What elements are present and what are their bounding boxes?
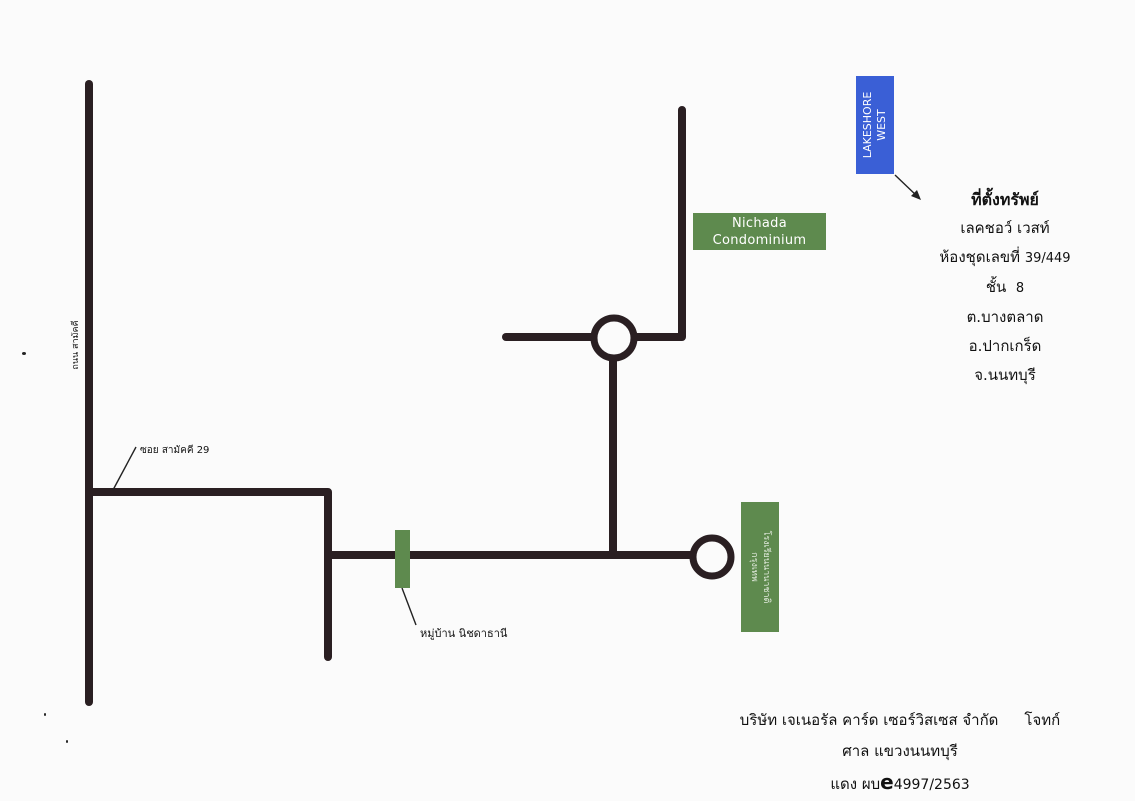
address-project: เลคชอว์ เวสท์ bbox=[960, 219, 1050, 237]
address-floor-number: 8 bbox=[1015, 281, 1025, 296]
address-floor: ชั้น 8 bbox=[900, 273, 1110, 303]
footer-case-prefix: แดง ผบ bbox=[830, 775, 881, 793]
nichada-line1: Nichada bbox=[731, 215, 787, 231]
lakeshore-line1: LAKESHORE bbox=[861, 91, 874, 159]
address-unit-label: ห้องชุดเลขที่ bbox=[939, 248, 1021, 266]
footer-company: บริษัท เจเนอรัล คาร์ด เซอร์วิสเซส จำกัด bbox=[739, 711, 999, 729]
address-subdistrict: ต.บางตลาด bbox=[966, 308, 1044, 326]
footer-row1: บริษัท เจเนอรัล คาร์ด เซอร์วิสเซส จำกัด … bbox=[690, 705, 1110, 736]
samakkhi-road-label: ถนน สามัคคี bbox=[55, 320, 95, 369]
roundabout-south bbox=[689, 534, 735, 580]
footer-case: แดง ผบe4997/2563 bbox=[690, 767, 1110, 801]
lakeshore-west-marker: LAKESHORE WEST bbox=[856, 76, 894, 174]
footer-case-number: 4997/2563 bbox=[893, 777, 970, 793]
north-road bbox=[632, 106, 686, 341]
soi-samakkhi-29 bbox=[89, 488, 332, 661]
address-unit: ห้องชุดเลขที่ 39/449 bbox=[900, 243, 1110, 273]
address-district: อ.ปากเกร็ด bbox=[968, 337, 1042, 355]
address-floor-label: ชั้น bbox=[985, 278, 1007, 296]
school-line1: โรงเรียนนานาชาติ bbox=[761, 530, 771, 604]
footer-plaintiff: โจทก์ bbox=[1024, 711, 1061, 729]
lakeshore-arrow-head bbox=[911, 190, 921, 200]
footer-case-letter: e bbox=[880, 770, 894, 794]
soi-label: ซอย สามัคคี 29 bbox=[140, 445, 210, 456]
address-province: จ.นนทบุรี bbox=[974, 366, 1036, 384]
international-school-marker: โรงเรียนนานาชาติ กรุงเทพ bbox=[741, 502, 779, 632]
village-marker bbox=[395, 530, 410, 588]
scan-speck bbox=[22, 352, 26, 355]
case-footer: บริษัท เจเนอรัล คาร์ด เซอร์วิสเซส จำกัด … bbox=[690, 705, 1110, 801]
village-leader-line bbox=[401, 587, 417, 626]
nichada-condominium-marker: Nichada Condominium bbox=[693, 213, 826, 250]
footer-court: ศาล แขวงนนทบุรี bbox=[842, 742, 958, 760]
village-label: หมู่บ้าน นิชดาธานี bbox=[420, 627, 508, 640]
samakkhi-road-label-text: ถนน สามัคคี bbox=[71, 320, 81, 370]
nichada-line2: Condominium bbox=[712, 232, 807, 248]
address-unit-number: 39/449 bbox=[1024, 251, 1071, 266]
lakeshore-line2: WEST bbox=[875, 109, 888, 141]
scan-speck bbox=[66, 740, 68, 743]
school-line2: กรุงเทพ bbox=[749, 552, 759, 582]
property-address: ที่ตั้งทรัพย์ เลคชอว์ เวสท์ ห้องชุดเลขที… bbox=[900, 185, 1110, 390]
soi-leader-line bbox=[112, 446, 137, 491]
address-title: ที่ตั้งทรัพย์ bbox=[971, 190, 1039, 209]
scan-speck bbox=[44, 713, 46, 716]
roundabout-north bbox=[590, 314, 638, 362]
